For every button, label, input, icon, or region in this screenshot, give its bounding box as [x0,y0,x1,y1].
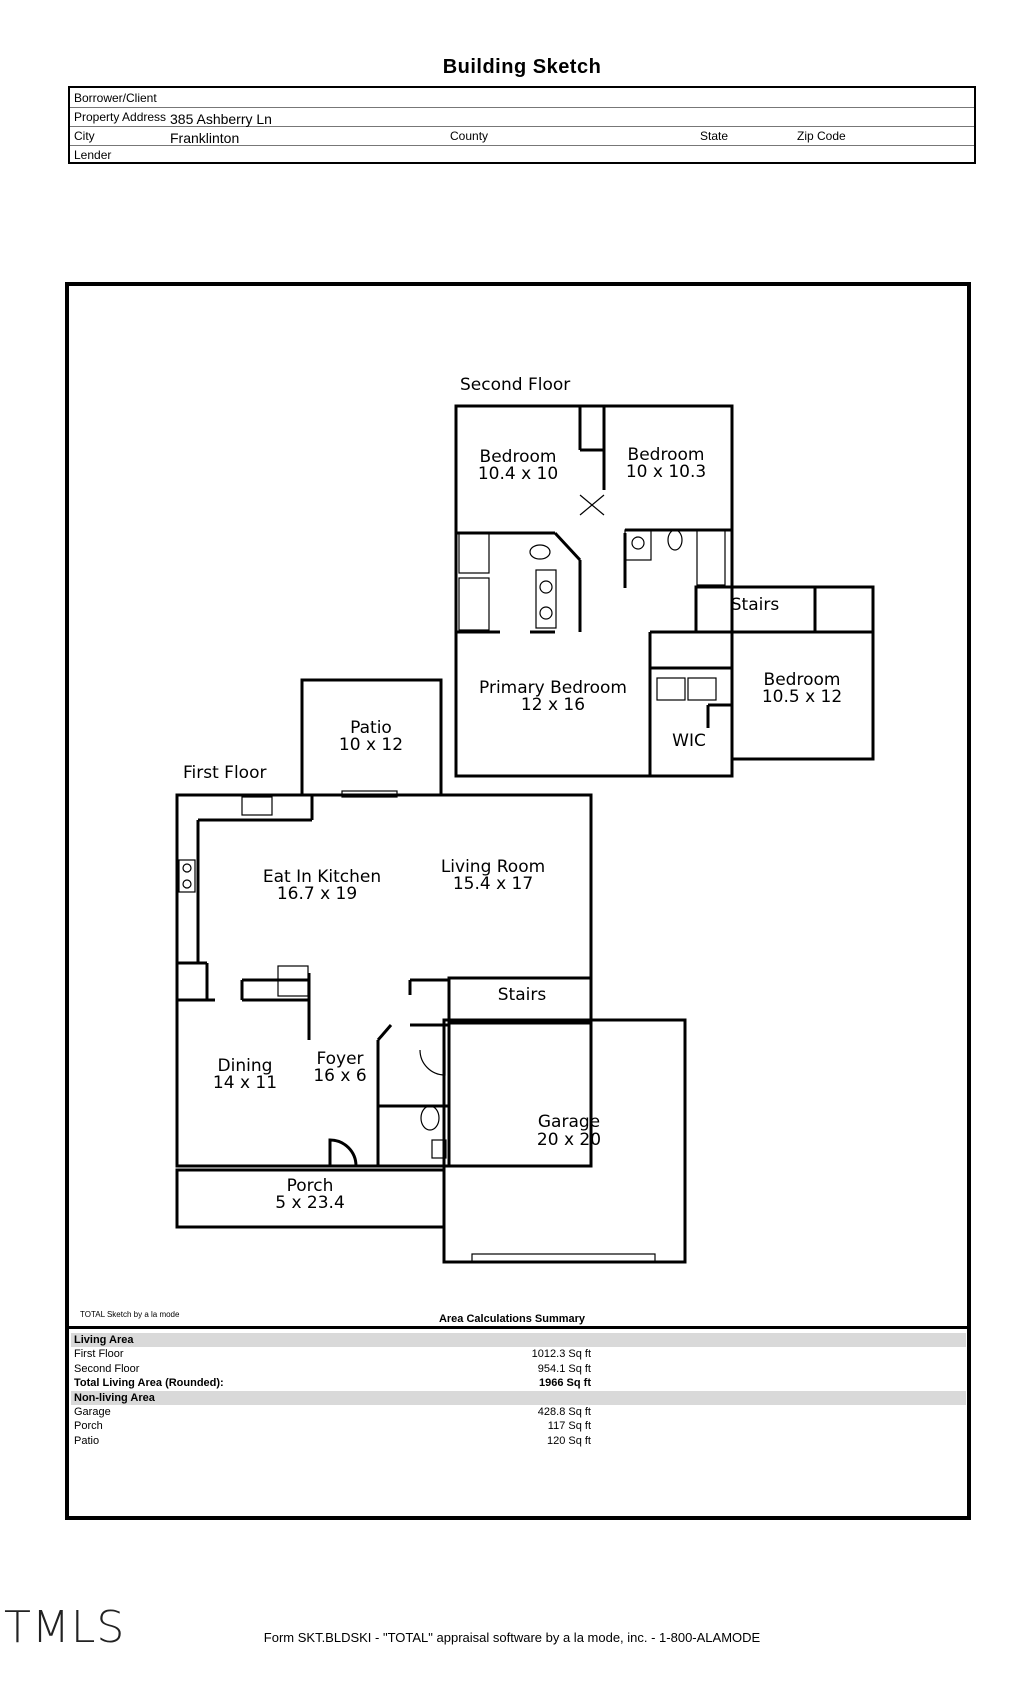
bedroom-e-name: Bedroom [764,670,841,690]
foyer-name: Foyer [316,1049,363,1069]
bedroom-nw-name: Bedroom [480,447,557,467]
address-label: Property Address [74,110,167,124]
second-floor-label: Second Floor [460,375,570,395]
city-label: City [74,129,95,143]
primary-bedroom-dims: 12 x 16 [521,695,585,715]
city-value: Franklinton [170,130,240,146]
kitchen-name: Eat In Kitchen [263,867,381,887]
county-label: County [450,129,489,143]
total-living-area-label: Total Living Area (Rounded): [74,1377,224,1389]
porch-dims: 5 x 23.4 [275,1193,345,1213]
first-floor-outline [175,793,593,1168]
area-summary-title: Area Calculations Summary [438,1313,586,1325]
bedroom-nw-dims: 10.4 x 10 [478,464,558,484]
garage-name: Garage [538,1112,600,1132]
sketch-credit: TOTAL Sketch by a la mode [80,1310,180,1319]
first-floor-area-label: First Floor [74,1348,124,1360]
bedroom-ne-dims: 10 x 10.3 [626,462,706,482]
floor-plan-fixtures [178,494,726,1263]
dining-dims: 14 x 11 [213,1073,277,1093]
wic-label: WIC [672,731,706,751]
first-floor-label: First Floor [183,763,266,783]
upper-stairs-box [694,585,817,634]
summary-row: First Floor 1012.3 Sq ft [71,1347,966,1362]
porch-area-value: 117 Sq ft [547,1420,591,1432]
stairs-lower-label: Stairs [498,985,547,1005]
patio-area-label: Patio [74,1434,100,1447]
address-value: 385 Ashberry Ln [170,111,272,127]
form-footer: Form SKT.BLDSKI - "TOTAL" appraisal soft… [263,1630,761,1645]
tmls-watermark: TMLS [4,1602,126,1653]
lender-row: Lender [70,145,974,164]
dining-name: Dining [218,1056,273,1076]
area-summary-divider [67,1326,969,1329]
sketch-frame [65,282,971,1520]
patio-dims: 10 x 12 [339,735,403,755]
foyer-dims: 16 x 6 [313,1066,366,1086]
porch-area-label: Porch [74,1420,103,1432]
address-row: Property Address 385 Ashberry Ln [70,107,974,127]
living-name: Living Room [441,857,545,877]
summary-row: Garage 428.8 Sq ft [71,1405,966,1420]
garage-dims: 20 x 20 [537,1130,601,1150]
borrower-row: Borrower/Client [70,88,974,108]
second-floor-outline [454,404,734,778]
summary-row: Patio 120 Sq ft [71,1434,966,1449]
total-living-area-value: 1966 Sq ft [539,1377,591,1389]
garage-area-value: 428.8 Sq ft [537,1405,591,1418]
page-title: Building Sketch [442,56,602,78]
state-label: State [700,129,729,143]
lender-label: Lender [74,148,112,162]
living-area-header: Living Area [71,1333,966,1347]
summary-row: Second Floor 954.1 Sq ft [71,1362,966,1377]
patio-name: Patio [350,718,392,738]
first-floor-area-value: 1012.3 Sq ft [531,1348,591,1360]
summary-row: Porch 117 Sq ft [71,1419,966,1434]
non-living-area-header: Non-living Area [71,1390,966,1405]
stairs-upper-label: Stairs [731,595,780,615]
floor-plan-walls [175,404,875,1264]
second-floor-area-value: 954.1 Sq ft [537,1362,591,1375]
primary-bedroom-name: Primary Bedroom [479,678,627,698]
property-header: Borrower/Client Property Address 385 Ash… [68,86,976,164]
kitchen-dims: 16.7 x 19 [277,884,357,904]
area-summary-table: Living Area First Floor 1012.3 Sq ft Sec… [71,1333,966,1448]
second-floor-area-label: Second Floor [74,1362,140,1375]
zip-label: Zip Code [797,129,846,143]
porch-name: Porch [287,1176,334,1196]
borrower-label: Borrower/Client [74,91,157,105]
summary-row: Total Living Area (Rounded): 1966 Sq ft [71,1376,966,1391]
city-row: City Franklinton County State Zip Code [70,126,974,146]
porch-outline [175,1168,446,1229]
patio-area-value: 120 Sq ft [546,1434,591,1447]
bedroom-ne-name: Bedroom [628,445,705,465]
bedroom-e-dims: 10.5 x 12 [762,687,842,707]
living-dims: 15.4 x 17 [453,874,533,894]
garage-area-label: Garage [74,1405,111,1418]
